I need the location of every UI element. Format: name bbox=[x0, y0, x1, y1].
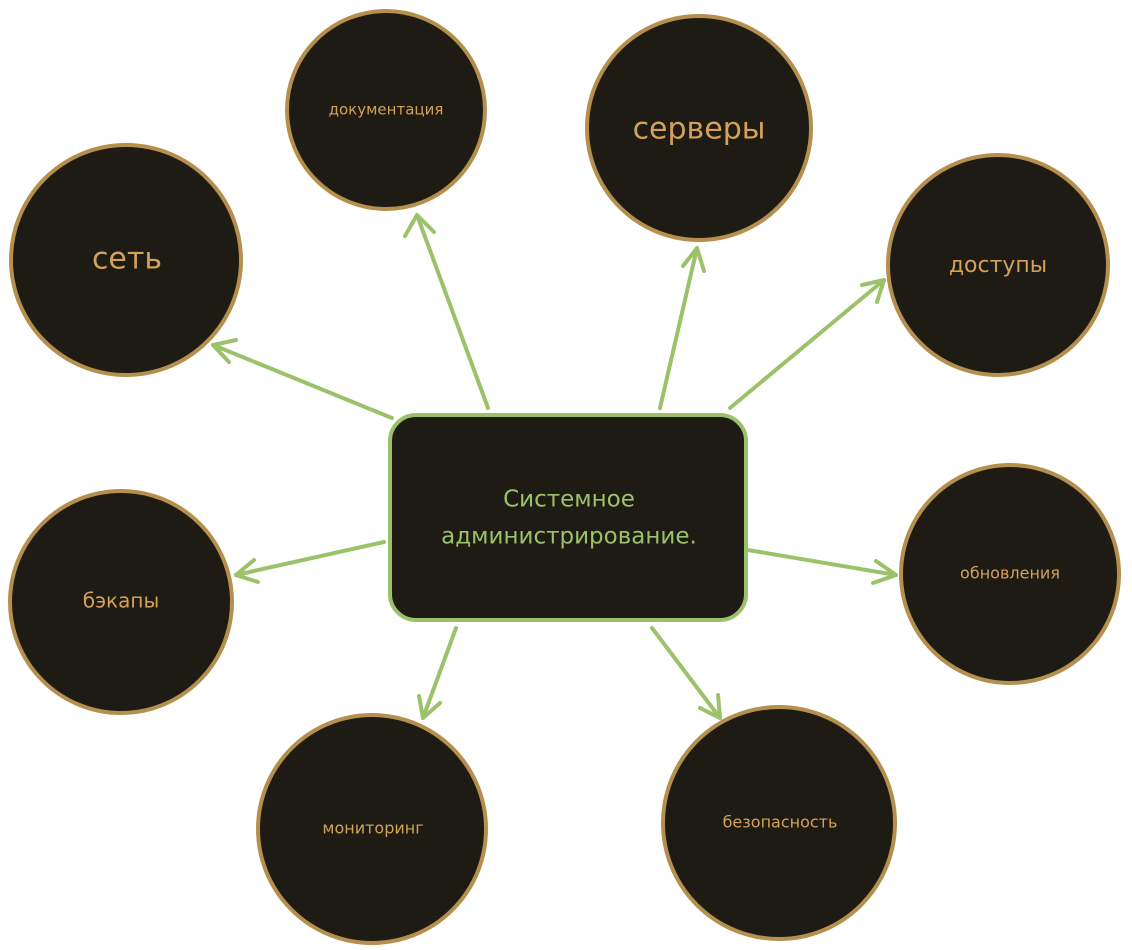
connectors bbox=[211, 213, 898, 720]
arrow-to-backups bbox=[234, 540, 386, 584]
arrow-to-updates bbox=[746, 548, 898, 585]
node-access-label: доступы bbox=[949, 253, 1047, 278]
arrow-to-servers bbox=[658, 246, 706, 410]
node-docs[interactable]: документация bbox=[285, 9, 487, 211]
node-backups-label: бэкапы bbox=[83, 589, 160, 613]
node-docs-label: документация bbox=[329, 101, 444, 119]
center-node[interactable]: Системное администрирование. bbox=[388, 413, 748, 622]
node-servers[interactable]: серверы bbox=[585, 14, 813, 242]
center-title-line1: Системное bbox=[503, 487, 635, 513]
node-monitoring-label: мониторинг bbox=[322, 819, 423, 838]
node-access[interactable]: доступы bbox=[886, 153, 1110, 377]
arrow-to-access bbox=[728, 278, 886, 410]
center-title-line2: администрирование. bbox=[441, 524, 697, 550]
arrow-to-monitoring bbox=[417, 626, 458, 720]
node-network-label: сеть bbox=[92, 242, 162, 277]
node-network[interactable]: сеть bbox=[9, 143, 243, 377]
node-security[interactable]: безопасность bbox=[661, 705, 897, 941]
node-backups[interactable]: бэкапы bbox=[8, 489, 234, 715]
node-servers-label: серверы bbox=[633, 112, 766, 147]
arrow-to-security bbox=[650, 626, 722, 720]
node-security-label: безопасность bbox=[723, 813, 838, 832]
node-monitoring[interactable]: мониторинг bbox=[256, 713, 488, 945]
node-updates[interactable]: обновления bbox=[899, 463, 1121, 685]
arrow-to-docs bbox=[403, 213, 490, 410]
node-updates-label: обновления bbox=[960, 564, 1060, 583]
arrow-to-network bbox=[211, 338, 394, 420]
